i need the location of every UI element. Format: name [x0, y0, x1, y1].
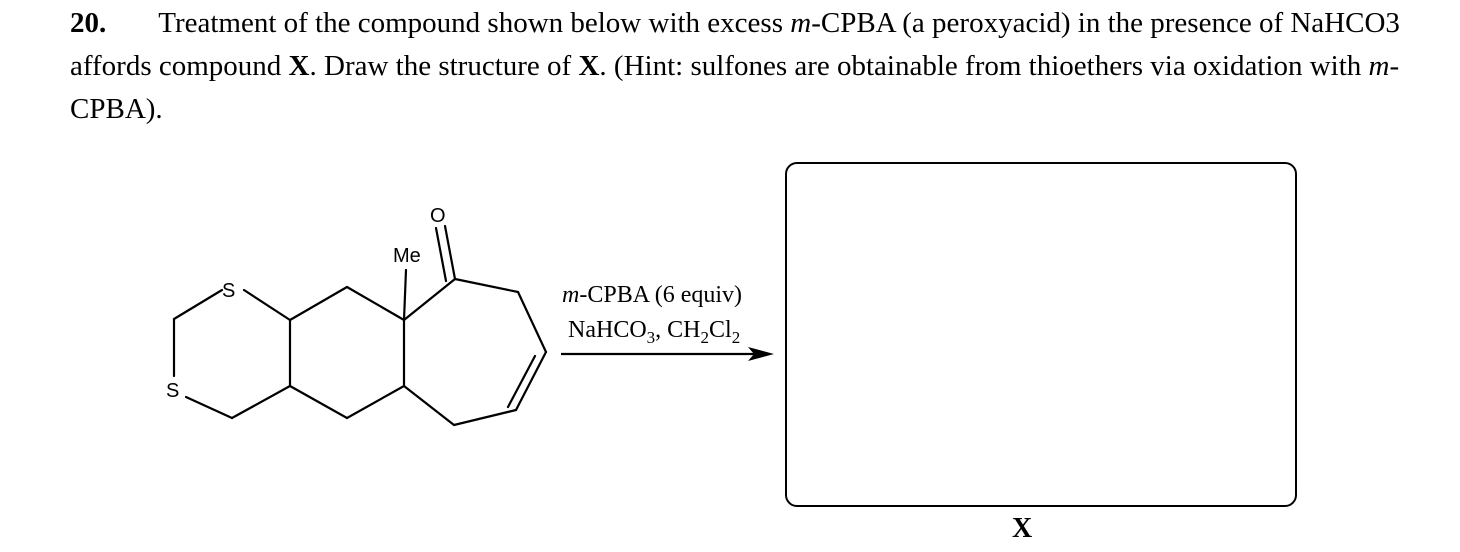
subscript: 2: [732, 328, 741, 347]
bond: [288, 384, 349, 420]
bond: [288, 285, 349, 322]
bond: [345, 285, 406, 322]
methyl-label: Me: [393, 245, 421, 267]
molecule-structure: [172, 224, 548, 427]
condition-line-2: NaHCO3, CH2Cl2: [568, 317, 740, 347]
bond: [452, 408, 518, 427]
bond: [506, 354, 537, 409]
compound-x-bold: X: [288, 50, 310, 82]
condition-text: , CH: [655, 317, 700, 343]
answer-label: X: [1012, 513, 1033, 544]
question-text-part: . (Hint: sulfones are obtainable from th…: [599, 50, 1369, 82]
bond: [184, 395, 234, 420]
question-text-part: -CPBA).: [70, 50, 1400, 125]
bond: [516, 290, 548, 354]
reagent-italic-m: m: [1368, 50, 1390, 82]
reaction-arrow: [561, 347, 774, 361]
subscript-3: 3: [1385, 7, 1400, 39]
sulfur-atom-label: S: [222, 280, 235, 302]
condition-text: Cl: [709, 317, 732, 343]
oxygen-atom-label: O: [430, 205, 446, 227]
reagent-italic-m: m: [562, 282, 579, 308]
bond: [434, 226, 448, 283]
question-number: 20.: [70, 7, 107, 39]
bond: [402, 277, 457, 322]
reagent-italic-m: m: [790, 7, 812, 39]
compound-x-bold: X: [578, 50, 600, 82]
bond: [453, 277, 520, 294]
bond: [230, 384, 292, 420]
question-text: 20. Treatment of the compound shown below…: [70, 2, 1400, 131]
bond: [345, 384, 406, 420]
condition-line-1: m-CPBA (6 equiv): [562, 282, 742, 308]
question-text-part: affords compound: [70, 50, 289, 82]
condition-text: NaHCO: [568, 317, 647, 343]
subscript: 3: [647, 328, 656, 347]
bond: [242, 288, 292, 322]
bond: [402, 268, 408, 322]
subscript: 2: [701, 328, 710, 347]
bond: [443, 224, 457, 281]
sulfur-atom-label: S: [166, 380, 179, 402]
bond: [172, 288, 224, 321]
answer-drawing-box[interactable]: [785, 162, 1297, 507]
question-text-part: . Draw the structure of: [309, 50, 579, 82]
question-text-part: Treatment of the compound shown below wi…: [158, 7, 791, 39]
bond: [402, 384, 456, 427]
question-text-part: -CPBA (a peroxyacid) in the presence of …: [811, 7, 1386, 39]
condition-text: -CPBA (6 equiv): [579, 282, 742, 308]
bond: [514, 350, 548, 412]
